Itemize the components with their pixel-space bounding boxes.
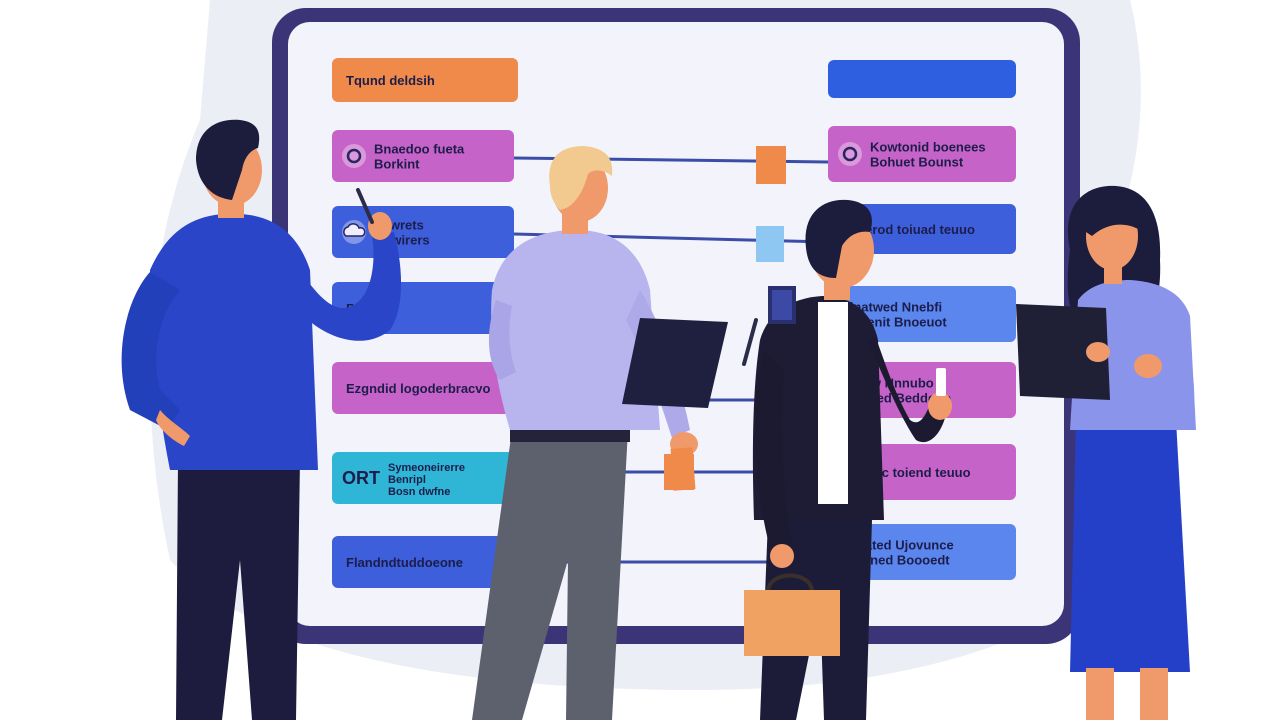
left-5-card-label: Benripl xyxy=(388,474,426,486)
floating-pen xyxy=(742,318,758,366)
person-right-woman xyxy=(1067,185,1196,720)
left-5-card-background xyxy=(332,452,514,504)
left-0-card-label: Tqund deldsih xyxy=(346,73,435,88)
left-1-card-label: Borkint xyxy=(374,157,420,172)
left-4-card-label: Ezgndid logoderbracvo xyxy=(346,381,491,396)
right-2-card-label: Fanerod toiuad teuuo xyxy=(842,222,975,237)
badge-icon: ORT xyxy=(342,468,380,488)
left-5-card-label: Bosn dwfne xyxy=(388,486,450,498)
right-0-card-background xyxy=(828,60,1016,98)
left-1-card-label: Bnaedoo fueta xyxy=(374,142,465,157)
clipboard-dark xyxy=(1016,304,1110,400)
left-1-card-background xyxy=(332,130,514,182)
shopping-bag xyxy=(744,573,840,656)
left-6-card-label: Flandndtuddoeone xyxy=(346,555,463,570)
tablet-dark xyxy=(622,318,728,491)
left-4-card-background xyxy=(332,362,514,414)
right-6-card-background xyxy=(828,524,1016,580)
person-left-blue-sweater xyxy=(121,119,402,720)
gear-icon xyxy=(838,142,862,166)
right-3-card-label: Tinatwed Nnebfi xyxy=(842,300,942,315)
left-0-card-background xyxy=(332,58,518,102)
right-2-card-background xyxy=(828,204,1016,254)
left-5-card-label: Symeoneirerre xyxy=(388,462,465,474)
right-2-card[interactable]: Fanerod toiuad teuuo xyxy=(828,204,1016,254)
right-1-card-background xyxy=(828,126,1016,182)
right-0-card[interactable] xyxy=(828,60,1016,98)
gear-icon xyxy=(342,144,366,168)
left-0-card[interactable]: Tqund deldsih xyxy=(332,58,518,102)
person-center-right-black-jacket xyxy=(752,199,952,720)
sticky-note-orange xyxy=(756,146,786,184)
right-1-card-label: Kowtonid boenees xyxy=(870,140,986,155)
left-6-card-background xyxy=(332,536,514,588)
right-1-card-label: Bohuet Bounst xyxy=(870,155,964,170)
floating-book xyxy=(768,286,796,324)
left-6-card[interactable]: Flandndtuddoeone xyxy=(332,536,514,588)
sticky-note-blue xyxy=(756,226,784,262)
left-4-card[interactable]: Ezgndid logoderbracvo xyxy=(332,362,514,414)
right-3-card-background xyxy=(828,286,1016,342)
